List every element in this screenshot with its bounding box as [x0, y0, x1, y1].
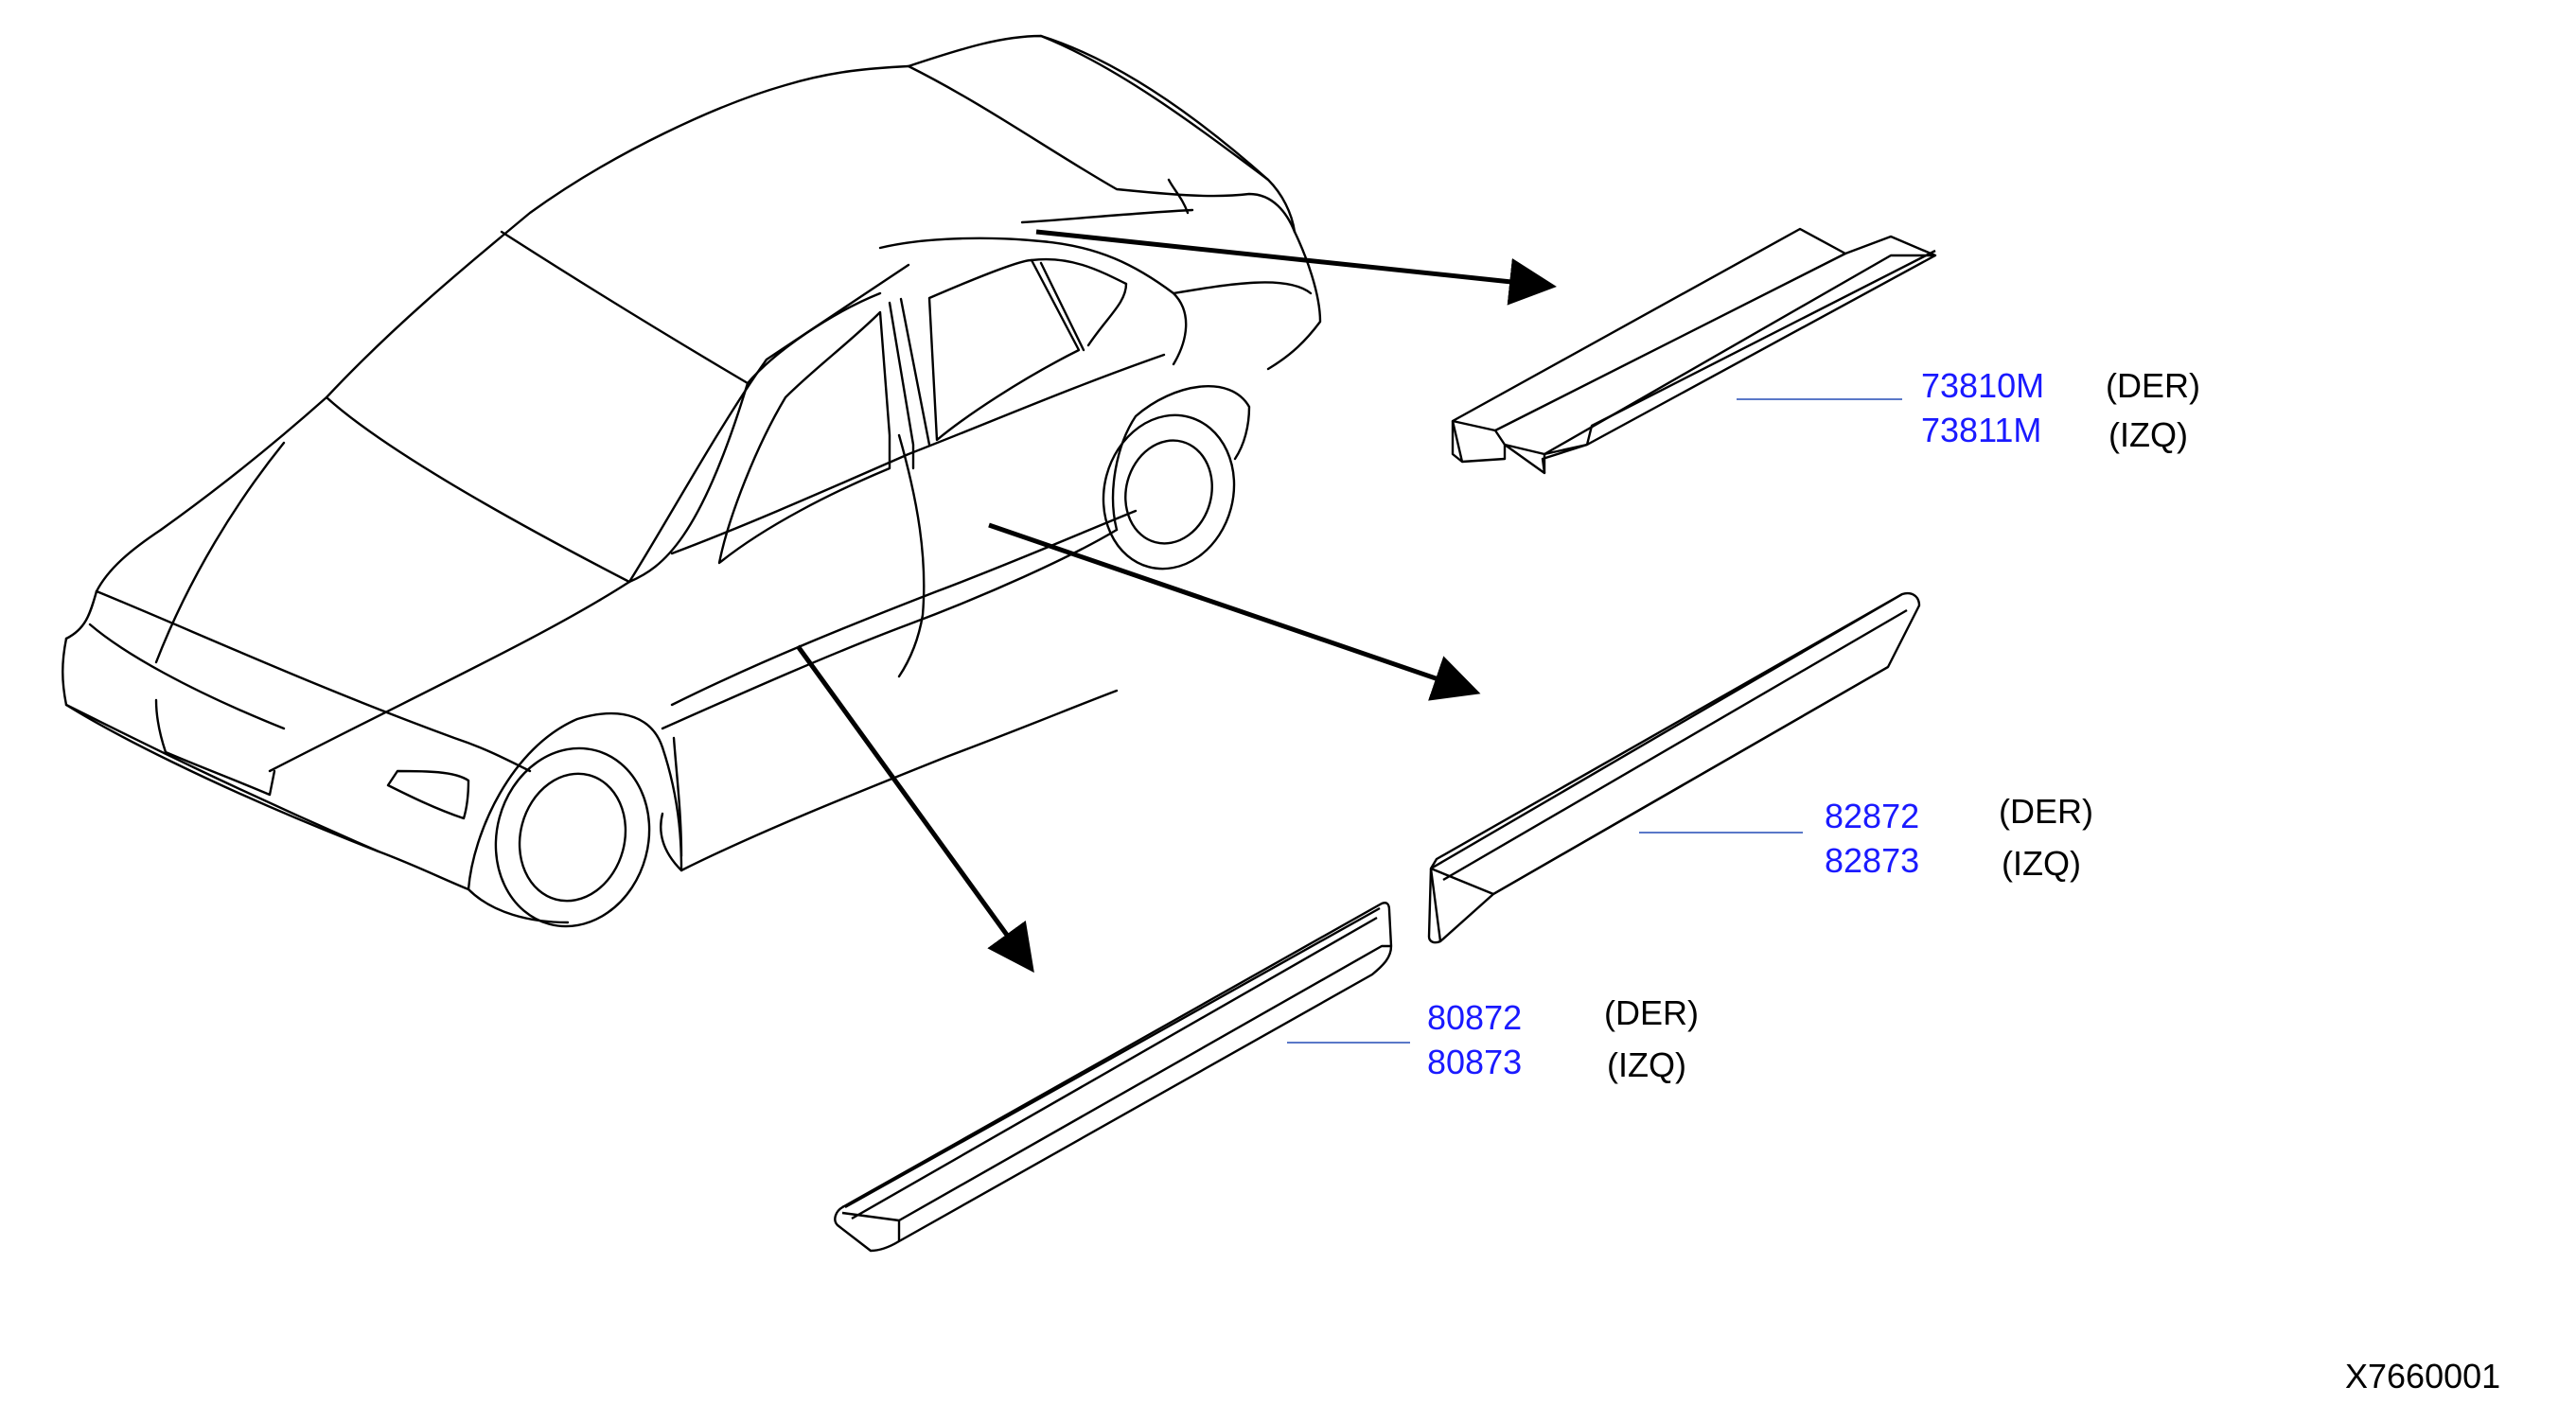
- side-label-izq: (IZQ): [2108, 415, 2188, 454]
- part-number-73811m[interactable]: 73811M: [1921, 411, 2042, 449]
- part-number-82872[interactable]: 82872: [1825, 797, 1920, 835]
- part-rear-door-molding: [1427, 592, 1921, 944]
- part-number-80872[interactable]: 80872: [1427, 998, 1523, 1037]
- side-label-der: (DER): [1999, 792, 2093, 831]
- part-number-80873[interactable]: 80873: [1427, 1043, 1523, 1081]
- side-label-izq: (IZQ): [1607, 1045, 1686, 1084]
- arrow-door-to-rear-molding: [988, 522, 1481, 701]
- arrow-door-to-front-molding: [795, 644, 1034, 974]
- part-number-82873[interactable]: 82873: [1825, 841, 1920, 880]
- car-illustration: [62, 34, 1322, 928]
- side-label-der: (DER): [1604, 993, 1699, 1032]
- side-label-der: (DER): [2106, 366, 2200, 405]
- side-label-izq: (IZQ): [2002, 844, 2081, 883]
- part-roof-drip-molding: [1451, 227, 1937, 475]
- part-number-73810m[interactable]: 73810M: [1921, 366, 2045, 405]
- part-front-door-molding: [834, 902, 1393, 1253]
- diagram-code: X7660001: [2345, 1357, 2501, 1395]
- arrow-roof-to-drip: [1035, 229, 1557, 306]
- arrows: [795, 229, 1557, 974]
